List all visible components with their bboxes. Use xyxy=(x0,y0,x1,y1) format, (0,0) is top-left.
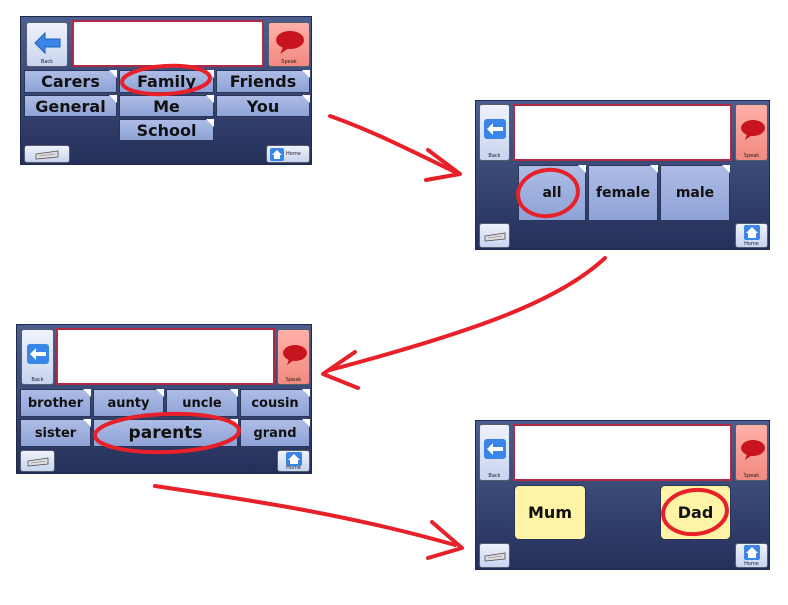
keyboard-button[interactable] xyxy=(24,145,70,163)
speak-button[interactable]: Speak xyxy=(268,22,310,67)
home-label: Home xyxy=(744,561,759,567)
keyboard-button[interactable] xyxy=(20,450,55,472)
home-icon xyxy=(744,225,760,240)
tile-brother[interactable]: brother xyxy=(20,389,91,417)
back-label: Back xyxy=(488,153,501,159)
tile-parents[interactable]: parents xyxy=(93,419,238,447)
speak-label: Speak xyxy=(281,59,297,65)
speak-button[interactable]: Speak xyxy=(735,104,768,161)
tile-all[interactable]: all xyxy=(518,165,586,221)
speak-label: Speak xyxy=(743,473,760,479)
tile-family[interactable]: Family xyxy=(119,70,214,93)
tile-cousin[interactable]: cousin xyxy=(240,389,310,417)
tile-you[interactable]: You xyxy=(216,95,310,117)
tile-dad[interactable]: Dad xyxy=(660,485,731,540)
tile-school[interactable]: School xyxy=(119,119,214,141)
message-textbox[interactable] xyxy=(72,20,264,67)
speak-button[interactable]: Speak xyxy=(277,329,310,385)
speak-button[interactable]: Speak xyxy=(735,424,768,481)
back-button[interactable]: Back xyxy=(26,22,68,67)
keyboard-button[interactable] xyxy=(479,223,510,248)
tile-general[interactable]: General xyxy=(24,95,117,117)
home-button[interactable]: Home xyxy=(277,450,310,472)
home-label: Home xyxy=(744,241,759,247)
home-label: Home xyxy=(286,465,301,471)
arrow-3 xyxy=(153,484,457,547)
back-label: Back xyxy=(488,473,501,479)
tile-sister[interactable]: sister xyxy=(20,419,91,447)
tile-mum[interactable]: Mum xyxy=(514,485,586,540)
arrow-1-head xyxy=(424,148,462,182)
tile-female[interactable]: female xyxy=(588,165,658,221)
speech-bubble-icon xyxy=(741,440,765,460)
keyboard-icon xyxy=(27,457,49,467)
back-arrow-icon xyxy=(484,439,506,459)
tile-grand[interactable]: grand xyxy=(240,419,310,447)
home-icon xyxy=(270,148,284,161)
keyboard-icon xyxy=(484,552,506,562)
speech-bubble-icon xyxy=(741,120,765,140)
screen-4-panel: Back Speak Mum Dad Home xyxy=(475,420,770,570)
home-icon xyxy=(286,452,302,466)
speech-bubble-icon xyxy=(276,31,304,54)
speech-bubble-icon xyxy=(283,345,307,365)
home-button[interactable]: Home xyxy=(735,223,768,248)
keyboard-icon xyxy=(484,232,506,242)
back-label: Back xyxy=(31,377,44,383)
screen-2-panel: Back Speak all female male Home xyxy=(475,100,770,250)
arrow-3-head xyxy=(426,520,464,560)
home-label: Home xyxy=(286,151,301,157)
screen-1-panel: Back Speak Carers Family Friends General… xyxy=(20,16,312,165)
tile-me[interactable]: Me xyxy=(119,95,214,117)
back-label: Back xyxy=(40,59,54,65)
keyboard-button[interactable] xyxy=(479,543,510,568)
back-arrow-icon xyxy=(34,31,61,55)
back-arrow-icon xyxy=(484,119,506,139)
arrow-1 xyxy=(328,114,457,174)
message-textbox[interactable] xyxy=(513,424,732,481)
back-button[interactable]: Back xyxy=(479,104,510,161)
screen-3-panel: Back Speak brother aunty uncle cousin si… xyxy=(16,324,312,474)
back-button[interactable]: Back xyxy=(21,329,54,385)
home-button[interactable]: Home xyxy=(735,543,768,568)
speak-label: Speak xyxy=(285,377,302,383)
home-icon xyxy=(744,545,760,560)
arrow-2 xyxy=(328,256,607,372)
tile-carers[interactable]: Carers xyxy=(24,70,117,93)
back-button[interactable]: Back xyxy=(479,424,510,481)
home-button[interactable]: Home xyxy=(266,145,310,163)
message-textbox[interactable] xyxy=(56,328,275,385)
speak-label: Speak xyxy=(743,153,760,159)
tile-friends[interactable]: Friends xyxy=(216,70,310,93)
back-arrow-icon xyxy=(27,344,49,364)
message-textbox[interactable] xyxy=(513,104,732,161)
keyboard-icon xyxy=(35,150,59,160)
tile-aunty[interactable]: aunty xyxy=(93,389,164,417)
tile-male[interactable]: male xyxy=(660,165,730,221)
tile-uncle[interactable]: uncle xyxy=(166,389,238,417)
arrow-2-head xyxy=(321,350,360,390)
